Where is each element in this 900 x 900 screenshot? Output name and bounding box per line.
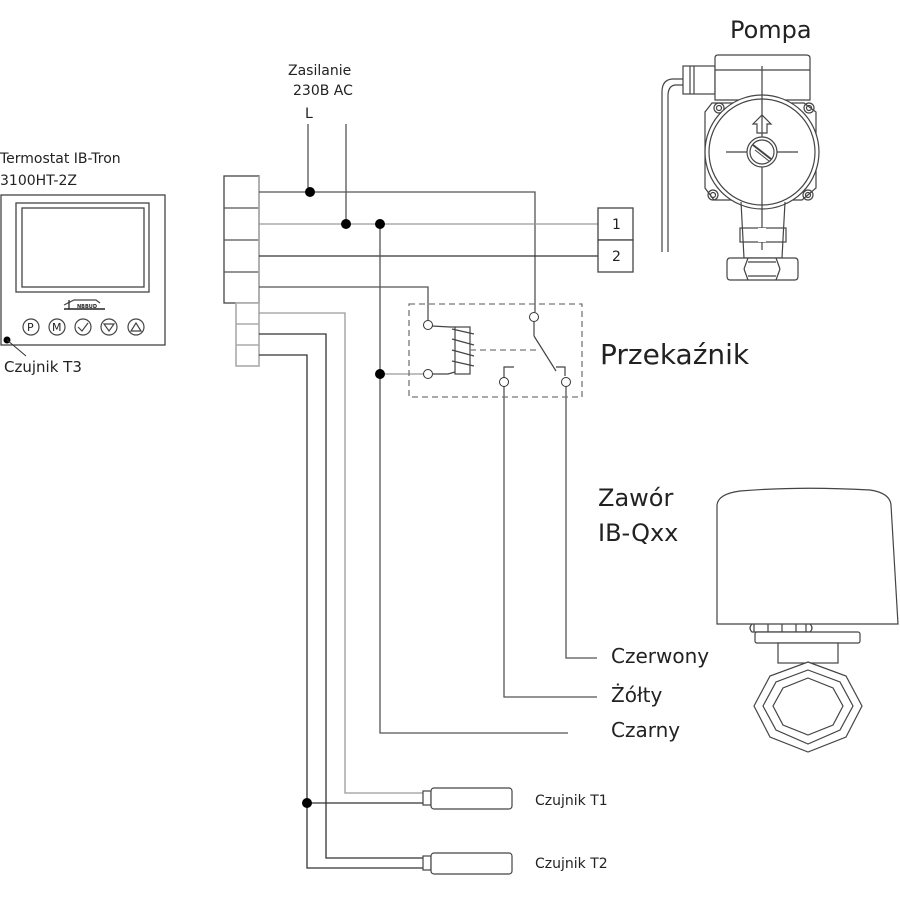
wires [259, 187, 598, 869]
wire-red [565, 384, 597, 659]
coil-terminal [423, 369, 433, 379]
thermostat-screen [21, 207, 145, 288]
junction-dot [341, 219, 351, 229]
valve-label-line1: Zawór [598, 484, 673, 512]
mode-button[interactable]: M [48, 318, 66, 336]
thermostat-model-line1: Termostat IB-Tron [0, 151, 121, 167]
wire-red-label: Czerwony [611, 644, 709, 668]
sensor-t2-label: Czujnik T2 [535, 856, 608, 872]
valve: Zawór IB-Qxx Czerwony Żółty Czarny [598, 484, 899, 753]
pump-terminal-2-label: 2 [612, 249, 621, 265]
p-icon: P [27, 321, 34, 334]
wire-black-label: Czarny [611, 718, 680, 742]
power-label-line2: 230B AC [293, 83, 353, 99]
terminal-block [223, 175, 260, 367]
pump: Pompa [661, 16, 820, 281]
relay-nc-contact [499, 377, 509, 387]
pump-terminal-1 [597, 207, 634, 241]
sensor-t2: Czujnik T2 [422, 852, 608, 875]
power-supply: Zasilanie 230B AC L [288, 63, 353, 224]
wire-phase-to-relay [259, 191, 536, 312]
down-button[interactable] [100, 318, 118, 336]
relay-switch-arm [533, 335, 557, 372]
wire-sensor-t2-a [259, 333, 423, 859]
triangle-down-icon [102, 323, 116, 333]
relay: Przekaźnik [408, 303, 750, 398]
sensor-t1-label: Czujnik T1 [535, 793, 608, 809]
sensor-t1-probe-icon [430, 787, 513, 810]
relay-housing [408, 303, 583, 398]
junction-dot [302, 798, 312, 808]
thermostat: Termostat IB-Tron 3100HT-2Z NBBUD P M [0, 151, 166, 376]
triangle-up-icon [129, 321, 143, 332]
relay-label: Przekaźnik [600, 338, 750, 371]
sensor-t1: Czujnik T1 [422, 787, 608, 810]
junction-dot [375, 219, 385, 229]
junction-dot [375, 369, 385, 379]
pump-icon [661, 54, 820, 281]
thermostat-model-line2: 3100HT-2Z [0, 173, 77, 189]
wire-yellow-label: Żółty [611, 683, 662, 707]
check-icon [77, 322, 89, 332]
junction-dot [305, 187, 315, 197]
pump-terminal-1-label: 1 [612, 217, 621, 233]
wire-sensor-common [259, 354, 423, 869]
pump-terminal-2 [597, 239, 634, 273]
coil-terminal [423, 320, 433, 330]
valve-label-line2: IB-Qxx [598, 519, 678, 547]
wire-sensor-t1-a [259, 312, 423, 794]
sensor-t2-probe-icon [430, 852, 513, 875]
m-icon: M [52, 321, 62, 334]
power-phase-label: L [305, 106, 313, 122]
sensor-t3-leader [6, 339, 27, 357]
valve-actuator-icon [716, 487, 899, 753]
wire-to-relay-coil [259, 286, 429, 320]
svg-text:NBBUD: NBBUD [77, 304, 97, 310]
up-button[interactable] [127, 318, 145, 336]
confirm-button[interactable] [74, 318, 92, 336]
pump-label: Pompa [730, 16, 812, 44]
program-button[interactable]: P [22, 318, 40, 336]
sensor-t3-label: Czujnik T3 [4, 358, 82, 376]
brand-logo-icon: NBBUD [63, 299, 105, 310]
relay-no-contact [561, 377, 571, 387]
power-label-line1: Zasilanie [288, 63, 351, 79]
wire-yellow [503, 384, 597, 698]
pump-terminals: 1 2 [597, 207, 634, 273]
relay-common-contact [529, 312, 539, 322]
wire-black [379, 224, 568, 734]
